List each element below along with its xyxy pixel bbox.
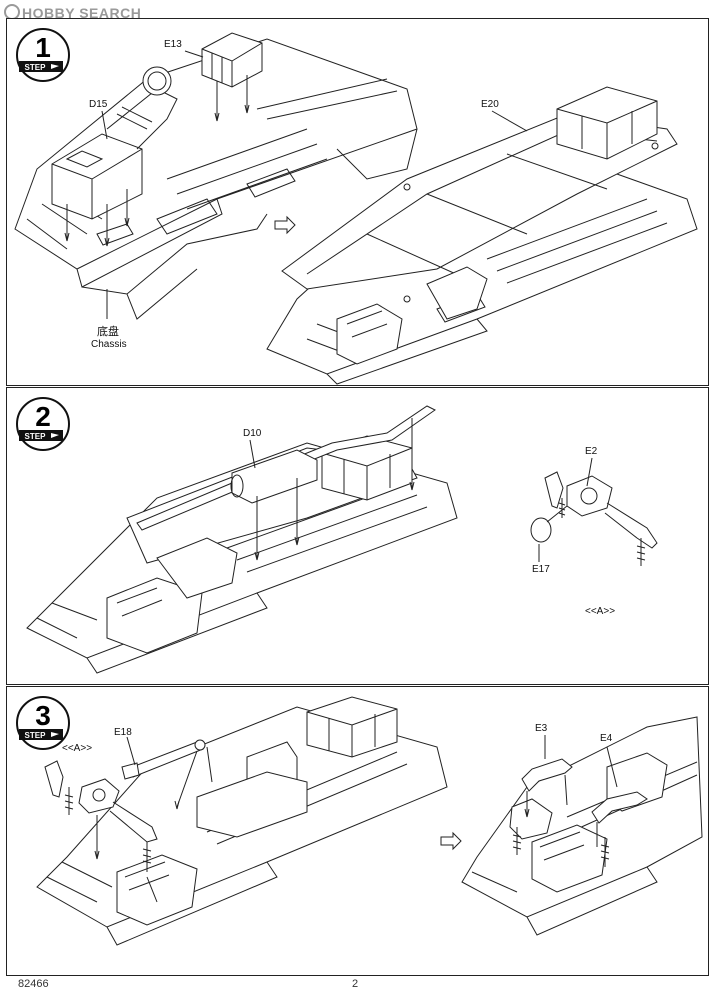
step-2-word: STEP <box>25 432 47 441</box>
leader-d15 <box>101 110 108 140</box>
subassembly-a-install-icon <box>44 760 158 903</box>
chassis-left-icon <box>14 38 418 320</box>
step-1-word: STEP <box>25 63 47 72</box>
label-e2: E2 <box>585 446 598 457</box>
step-3-word: STEP <box>25 731 47 740</box>
label-e18: E18 <box>114 727 132 738</box>
part-e18-strut-icon <box>121 739 213 810</box>
step-3-panel: 3 STEP <box>6 686 709 976</box>
step-3-drawing <box>36 696 703 946</box>
part-e13-icon <box>201 32 263 122</box>
step-1-panel: 1 STEP <box>6 18 709 386</box>
step-1-number: 1 <box>35 32 51 63</box>
leader-e13 <box>184 50 204 58</box>
leader-e18 <box>126 736 136 766</box>
step-2-drawing <box>26 405 658 674</box>
label-d15: D15 <box>89 99 108 110</box>
step-3-badge: 3 STEP <box>16 696 70 750</box>
leader-e20 <box>491 110 528 132</box>
part-d10-exhaust-icon <box>136 405 436 561</box>
watermark-text: HOBBY SEARCH <box>22 5 142 21</box>
part-e3-bracket-icon <box>521 758 573 818</box>
label-e4: E4 <box>600 733 613 744</box>
label-subassembly-a: <<A>> <box>585 606 616 617</box>
label-d10: D10 <box>243 428 262 439</box>
next-arrow-icon <box>440 831 462 851</box>
leader-d10 <box>249 439 256 469</box>
label-e13: E13 <box>164 39 182 50</box>
page-number: 2 <box>352 978 359 990</box>
step-2-number: 2 <box>35 401 51 432</box>
label-e20: E20 <box>481 99 499 110</box>
step-2-badge: 2 STEP <box>16 397 70 451</box>
label-e17: E17 <box>532 564 550 575</box>
step-2-panel: 2 STEP <box>6 387 709 685</box>
chassis-with-frame-icon <box>26 435 458 674</box>
part-e20-frame-icon <box>281 86 678 365</box>
next-arrow-icon <box>274 215 296 235</box>
step-3-number: 3 <box>35 700 51 731</box>
step-1-drawing <box>14 32 698 385</box>
step-1-badge: 1 STEP <box>16 28 70 82</box>
part-d15-icon <box>51 66 178 247</box>
step-arrow-icon <box>51 732 59 737</box>
label-chassis-en: Chassis <box>91 339 127 350</box>
chassis-rear-right-icon <box>461 716 703 936</box>
step-arrow-icon <box>51 433 59 438</box>
label-e3: E3 <box>535 723 548 734</box>
label-subassembly-a: <<A>> <box>62 743 93 754</box>
kit-code: 82466 <box>18 978 49 990</box>
leader-e4 <box>606 746 618 788</box>
chassis-rear-left-icon <box>36 696 448 946</box>
step-arrow-icon <box>51 64 59 69</box>
leader-e2 <box>586 457 593 487</box>
subassembly-a-axle-icon <box>530 471 658 566</box>
label-chassis-cn: 底盘 <box>97 326 119 338</box>
part-e4-bracket-icon <box>591 791 648 847</box>
